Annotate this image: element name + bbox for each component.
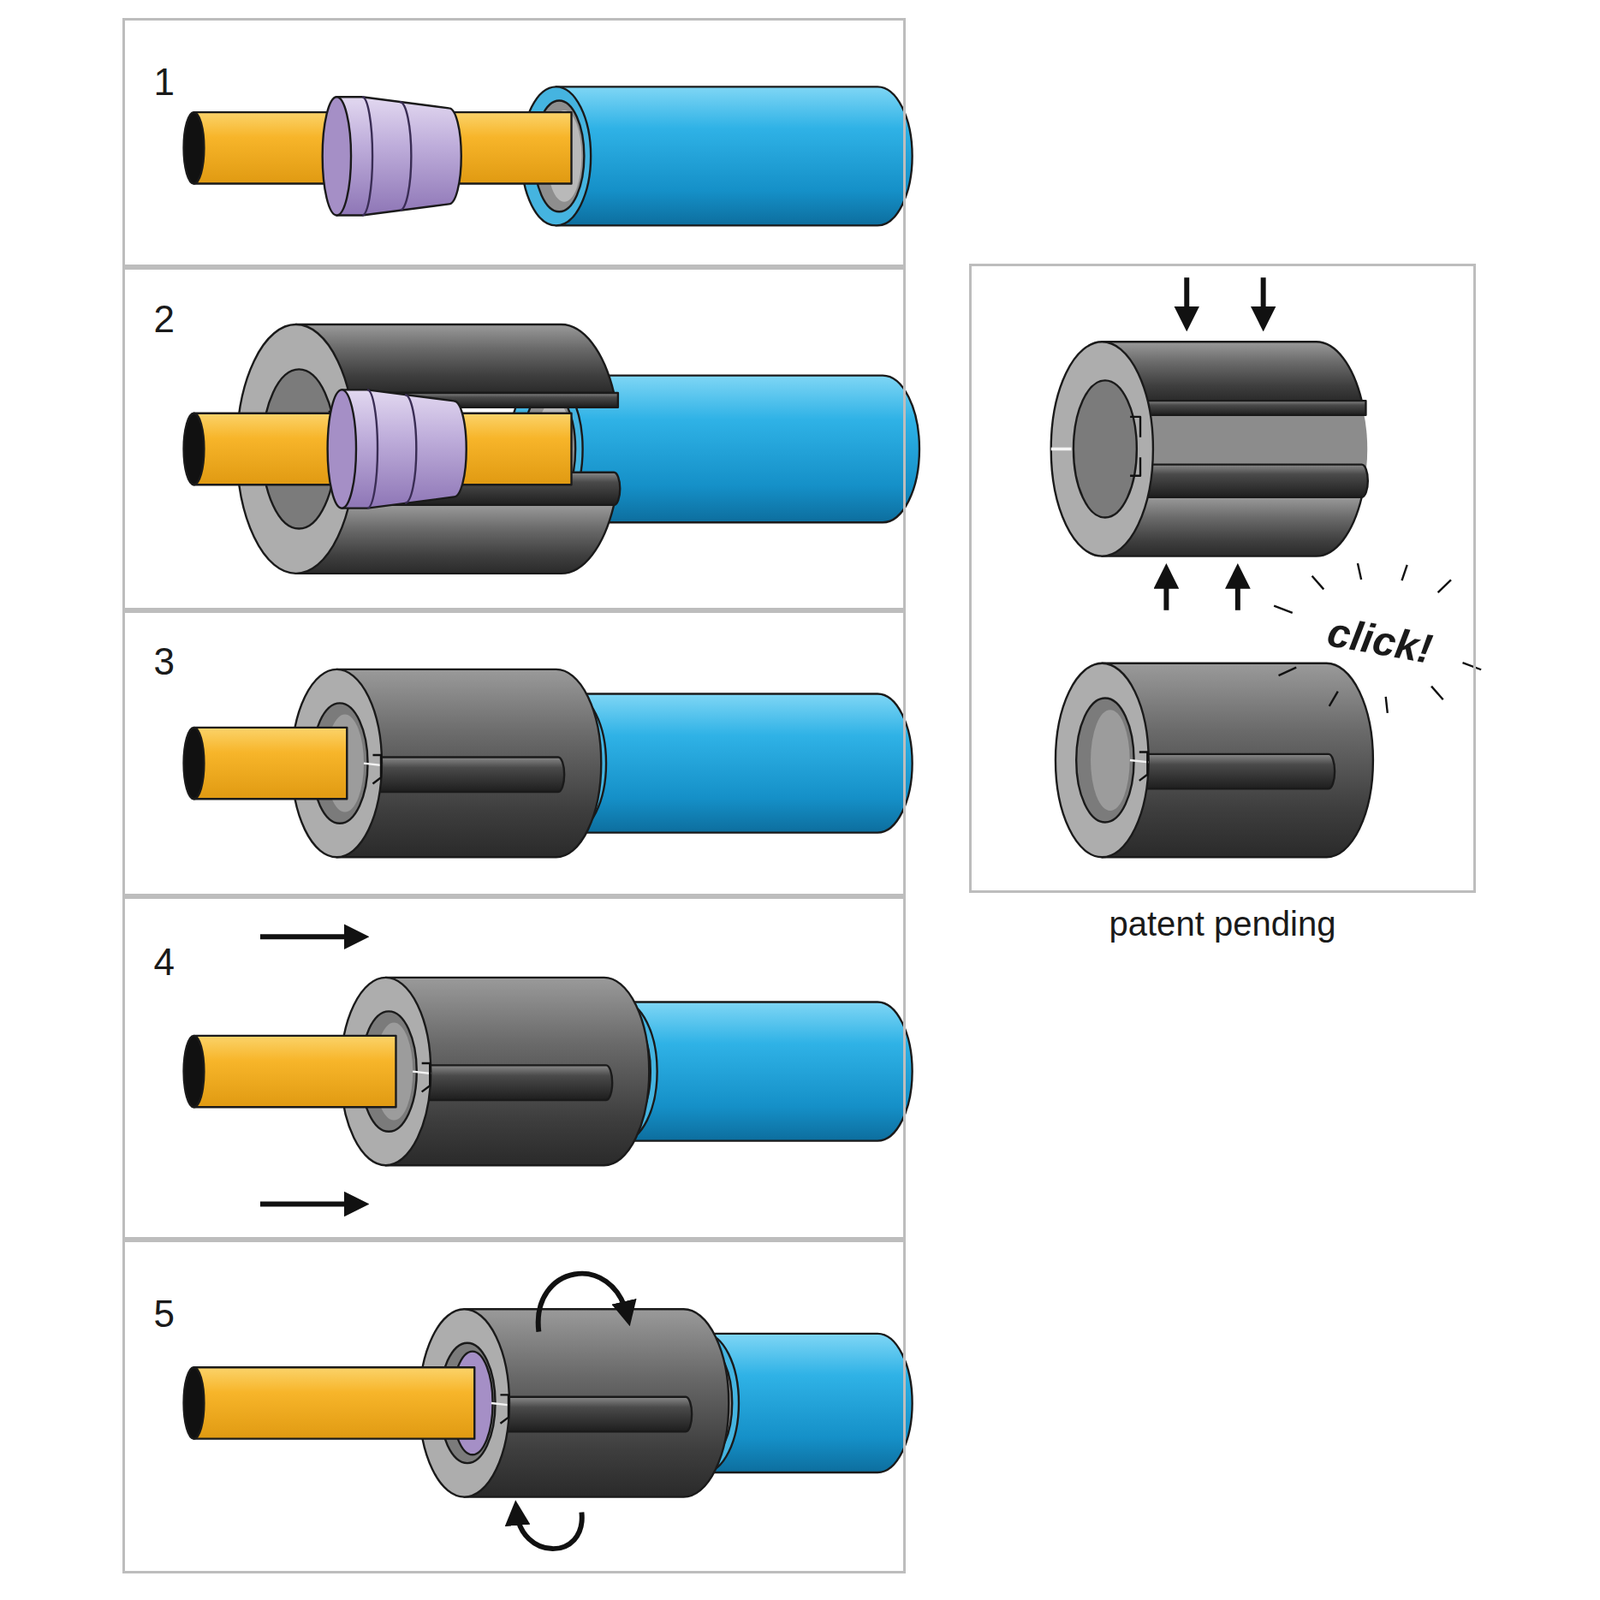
step-4-figure (184, 936, 913, 1204)
snap-hook (372, 755, 381, 784)
nut-gap (1051, 447, 1072, 452)
step-panel: click!patent pending (969, 263, 1476, 893)
ring-groove (367, 389, 378, 508)
step-panel: 1 (122, 17, 906, 268)
step-panel: 3 (122, 610, 906, 897)
nut-face (1051, 341, 1154, 556)
pipe-rod (193, 1367, 475, 1439)
pipe-rod-end (184, 1367, 205, 1439)
click-burst (1312, 576, 1325, 590)
turn-arrow (538, 1273, 628, 1333)
snap-hook (1130, 457, 1141, 476)
click-burst (1278, 667, 1297, 677)
snap-ridge (419, 1064, 613, 1101)
snap-ridge (370, 756, 565, 792)
squeeze-arrow (1235, 573, 1241, 611)
compression-ring (341, 389, 466, 508)
ring-groove (362, 96, 373, 215)
snap-hook (499, 1394, 509, 1423)
snap-ridge (1147, 464, 1368, 498)
click-burst (1431, 686, 1444, 701)
step-3-figure (184, 669, 913, 857)
nut-bore (1076, 698, 1134, 823)
step-2-figure (184, 324, 920, 574)
click-burst (1273, 606, 1293, 613)
snap-ridge (498, 1397, 692, 1433)
click-sound: click! (1324, 608, 1436, 672)
snap-slit (491, 1403, 510, 1405)
step-number: 2 (153, 298, 175, 340)
compression-ring-face (327, 389, 357, 508)
pipe-rod-end (184, 727, 205, 799)
nut-face (1055, 663, 1149, 857)
click-burst (1402, 565, 1408, 581)
click-burst (1438, 579, 1452, 593)
push-arrow (260, 1201, 360, 1208)
tube-body (556, 86, 913, 226)
ring-groove (404, 394, 417, 503)
push-arrow (260, 933, 360, 940)
click-burst (1329, 691, 1339, 707)
turn-arrow (516, 1510, 583, 1549)
step-1-figure (184, 86, 913, 226)
compression-ring (336, 96, 461, 215)
pipe-rod (193, 727, 347, 799)
snap-ridge (1136, 754, 1335, 790)
snap-hook (1130, 416, 1141, 438)
step-panel: 2 (122, 267, 906, 611)
step-5-figure (184, 1273, 913, 1549)
step-number: 1 (153, 61, 175, 103)
tube-body (571, 694, 913, 833)
nut-bore-inner (1090, 709, 1131, 811)
snap-hook (1139, 751, 1148, 780)
squeeze-arrow (1260, 277, 1267, 322)
click-burst (1385, 696, 1388, 714)
step-panel: 5 (122, 1239, 906, 1574)
snap-detail-figure (1051, 277, 1482, 857)
click-burst (1357, 563, 1362, 580)
nut-bore (1073, 380, 1137, 518)
snap-lip (1147, 400, 1366, 416)
squeeze-arrow (1183, 277, 1190, 322)
squeeze-arrow (1163, 573, 1169, 611)
pipe-rod (193, 1035, 396, 1107)
step-number: 3 (153, 641, 175, 683)
tube-body (622, 1002, 913, 1142)
pipe-rod-end (184, 1035, 205, 1107)
ring-groove (399, 101, 411, 210)
step-panel: 4 (122, 896, 906, 1241)
step-number: 4 (153, 941, 175, 983)
snap-hook (422, 1063, 431, 1092)
snap-slit (412, 1071, 431, 1074)
snap-slit (1130, 760, 1149, 762)
snap-slit (363, 763, 382, 766)
compression-ring-face (322, 96, 351, 215)
step-number: 5 (153, 1293, 175, 1335)
click-burst (1463, 662, 1482, 670)
pipe-rod-end (184, 413, 205, 485)
note-text: patent pending (1108, 904, 1336, 943)
pipe-rod-end (184, 112, 205, 184)
